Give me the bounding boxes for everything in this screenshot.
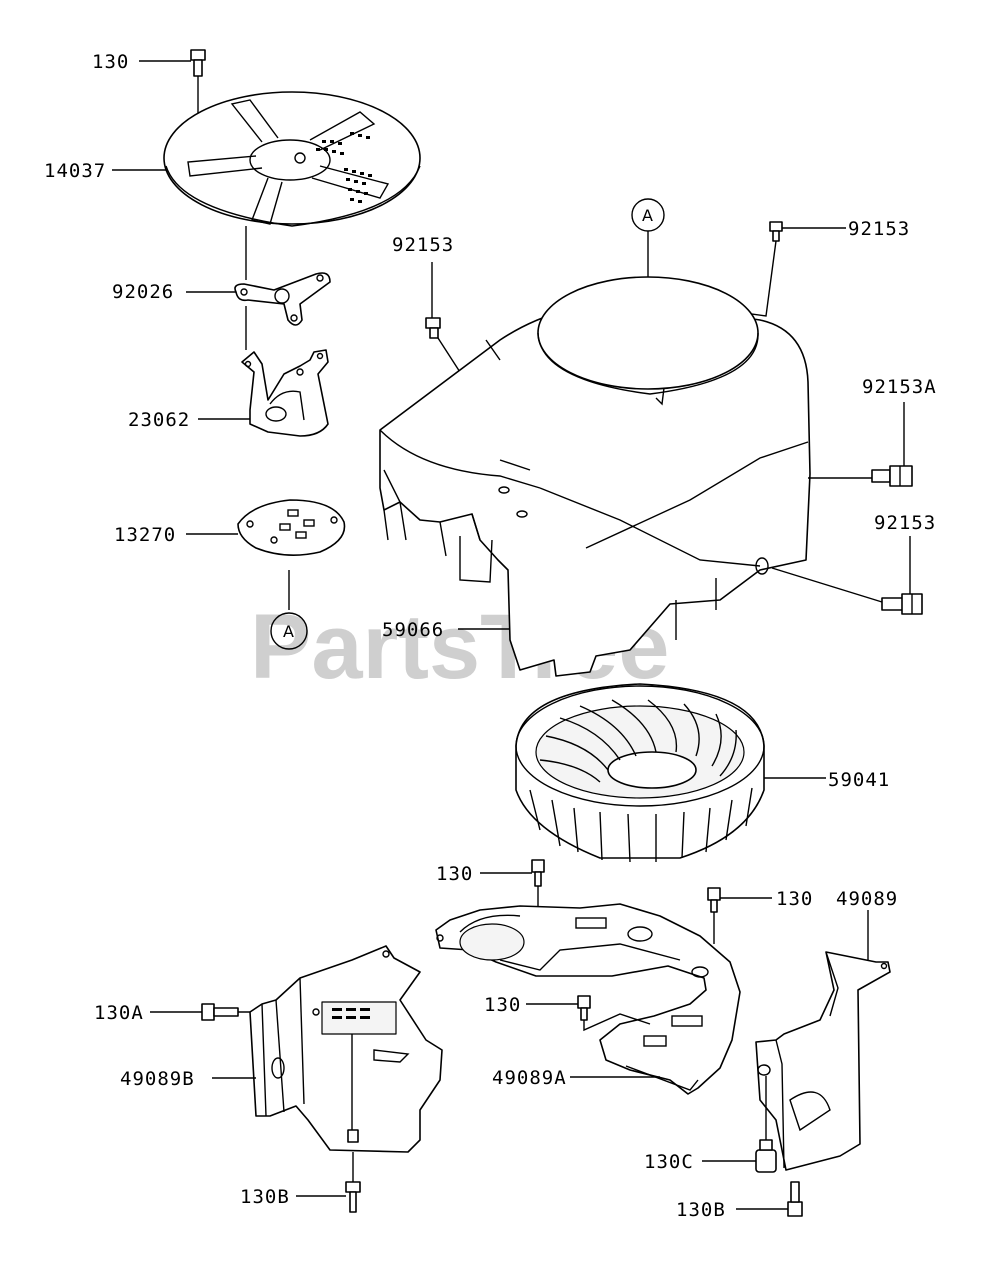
label-130A: 130A — [94, 1002, 144, 1024]
spacer-92026[interactable] — [234, 272, 331, 326]
svg-text:A: A — [283, 622, 294, 641]
reference-marker-a-left: A — [270, 612, 308, 650]
bolt-130B-left[interactable] — [345, 1181, 361, 1213]
label-13270: 13270 — [114, 524, 176, 546]
bracket-23062[interactable] — [241, 349, 329, 437]
bolt-130B-right[interactable] — [787, 1181, 803, 1217]
bolt-130-top[interactable] — [190, 49, 206, 77]
label-49089: 49089 — [836, 888, 898, 910]
screw-92153A[interactable] — [871, 465, 913, 487]
label-59066: 59066 — [382, 619, 444, 641]
label-130-right: 130 — [776, 888, 813, 910]
screw-92153-right[interactable] — [769, 221, 783, 242]
reference-marker-a-top: A — [631, 198, 665, 232]
label-130-top: 130 — [92, 51, 129, 73]
shroud-49089B[interactable] — [249, 945, 443, 1153]
bolt-130C[interactable] — [755, 1139, 777, 1173]
label-92026: 92026 — [112, 281, 174, 303]
plate-13270[interactable] — [237, 499, 346, 556]
shroud-49089A[interactable] — [435, 903, 741, 1095]
label-92153-right: 92153 — [848, 218, 910, 240]
bolt-130-mid[interactable] — [531, 859, 545, 887]
bolt-130-right[interactable] — [707, 887, 721, 913]
bolt-130A[interactable] — [201, 1003, 239, 1021]
label-92153-left: 92153 — [392, 234, 454, 256]
label-130B-right: 130B — [676, 1199, 726, 1221]
label-59041: 59041 — [828, 769, 890, 791]
blower-housing-59066[interactable] — [379, 276, 811, 677]
label-130C: 130C — [644, 1151, 694, 1173]
label-130B-left: 130B — [240, 1186, 290, 1208]
label-49089B: 49089B — [120, 1068, 195, 1090]
label-23062: 23062 — [128, 409, 190, 431]
screw-92153-left[interactable] — [425, 317, 441, 339]
shroud-49089[interactable] — [755, 951, 891, 1171]
label-130-center: 130 — [484, 994, 521, 1016]
svg-text:A: A — [642, 206, 653, 225]
screw-92153-lower[interactable] — [881, 593, 923, 615]
label-92153-lower: 92153 — [874, 512, 936, 534]
label-14037: 14037 — [44, 160, 106, 182]
fan-59041[interactable] — [515, 683, 765, 863]
screen-14037[interactable] — [163, 91, 421, 227]
label-130-mid: 130 — [436, 863, 473, 885]
bolt-130-center[interactable] — [577, 995, 591, 1021]
label-92153A: 92153A — [862, 376, 937, 398]
label-49089A: 49089A — [492, 1067, 567, 1089]
